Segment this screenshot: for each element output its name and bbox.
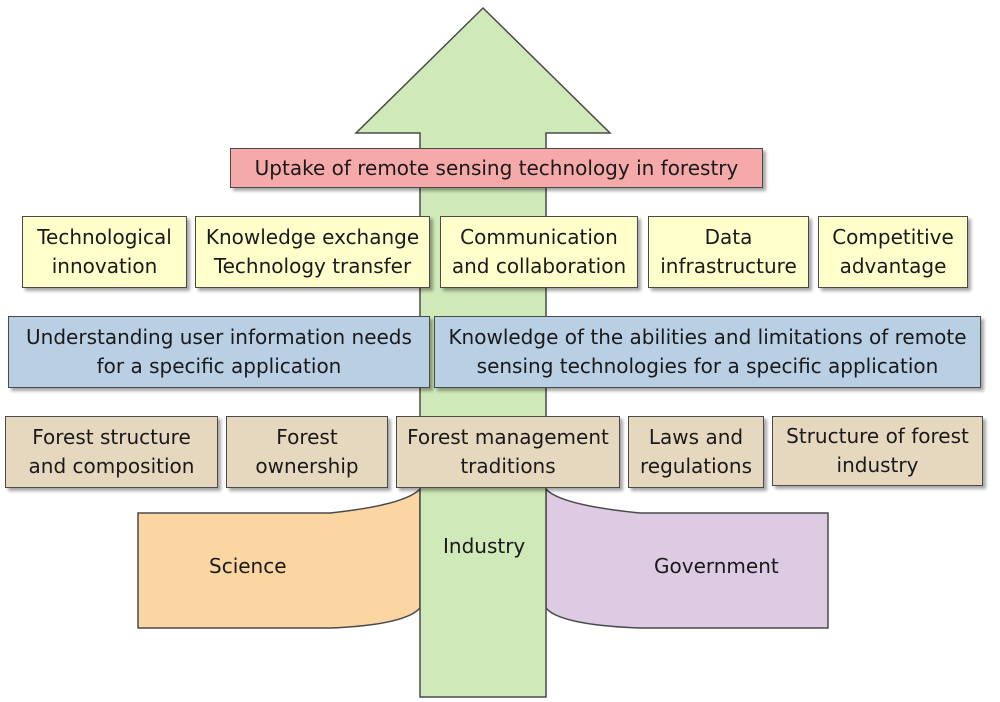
driver-line: Technological [37, 225, 172, 249]
context-line: Forest [276, 425, 338, 449]
driver-line: Data [704, 225, 753, 249]
driver-line: Knowledge exchange [205, 225, 420, 249]
understanding-line: sensing technologies for a specific appl… [476, 354, 939, 378]
driver-line: advantage [839, 254, 947, 278]
government-label: Government [654, 554, 779, 578]
driver-box-knowledge-exchange: Knowledge exchange Technology transfer [195, 216, 430, 288]
uptake-title-box: Uptake of remote sensing technology in f… [230, 148, 763, 188]
context-line: ownership [255, 454, 359, 478]
context-line: Laws and [648, 425, 744, 449]
context-box-forest-industry: Structure of forest industry [772, 416, 983, 486]
context-line: Forest management [407, 425, 609, 449]
driver-line: Communication [460, 225, 618, 249]
context-box-forest-structure: Forest structure and composition [5, 416, 218, 488]
knowledge-abilities-box: Knowledge of the abilities and limitatio… [434, 316, 981, 388]
context-line: Structure of forest [786, 424, 969, 448]
industry-label: Industry [443, 534, 526, 558]
driver-box-technological-innovation: Technological innovation [22, 216, 187, 288]
driver-box-competitive-advantage: Competitive advantage [818, 216, 968, 288]
understanding-line: Knowledge of the abilities and limitatio… [448, 325, 967, 349]
driver-box-communication: Communication and collaboration [440, 216, 638, 288]
context-line: and composition [28, 454, 195, 478]
driver-line: innovation [51, 254, 158, 278]
context-line: Forest structure [32, 425, 191, 449]
driver-box-data-infrastructure: Data infrastructure [648, 216, 809, 288]
context-box-forest-management: Forest management traditions [396, 416, 620, 488]
science-label: Science [209, 554, 287, 578]
context-box-laws-regulations: Laws and regulations [628, 416, 764, 488]
driver-line: and collaboration [451, 254, 627, 278]
context-line: industry [836, 453, 919, 477]
driver-line: Competitive [832, 225, 954, 249]
context-box-forest-ownership: Forest ownership [226, 416, 388, 488]
driver-line: Technology transfer [213, 254, 412, 278]
context-line: regulations [639, 454, 752, 478]
driver-line: infrastructure [660, 254, 797, 278]
context-line: traditions [460, 454, 556, 478]
uptake-title-text: Uptake of remote sensing technology in f… [254, 155, 739, 180]
understanding-line: for a specific application [96, 354, 342, 378]
understanding-line: Understanding user information needs [26, 325, 412, 349]
understanding-user-needs-box: Understanding user information needs for… [8, 316, 430, 388]
